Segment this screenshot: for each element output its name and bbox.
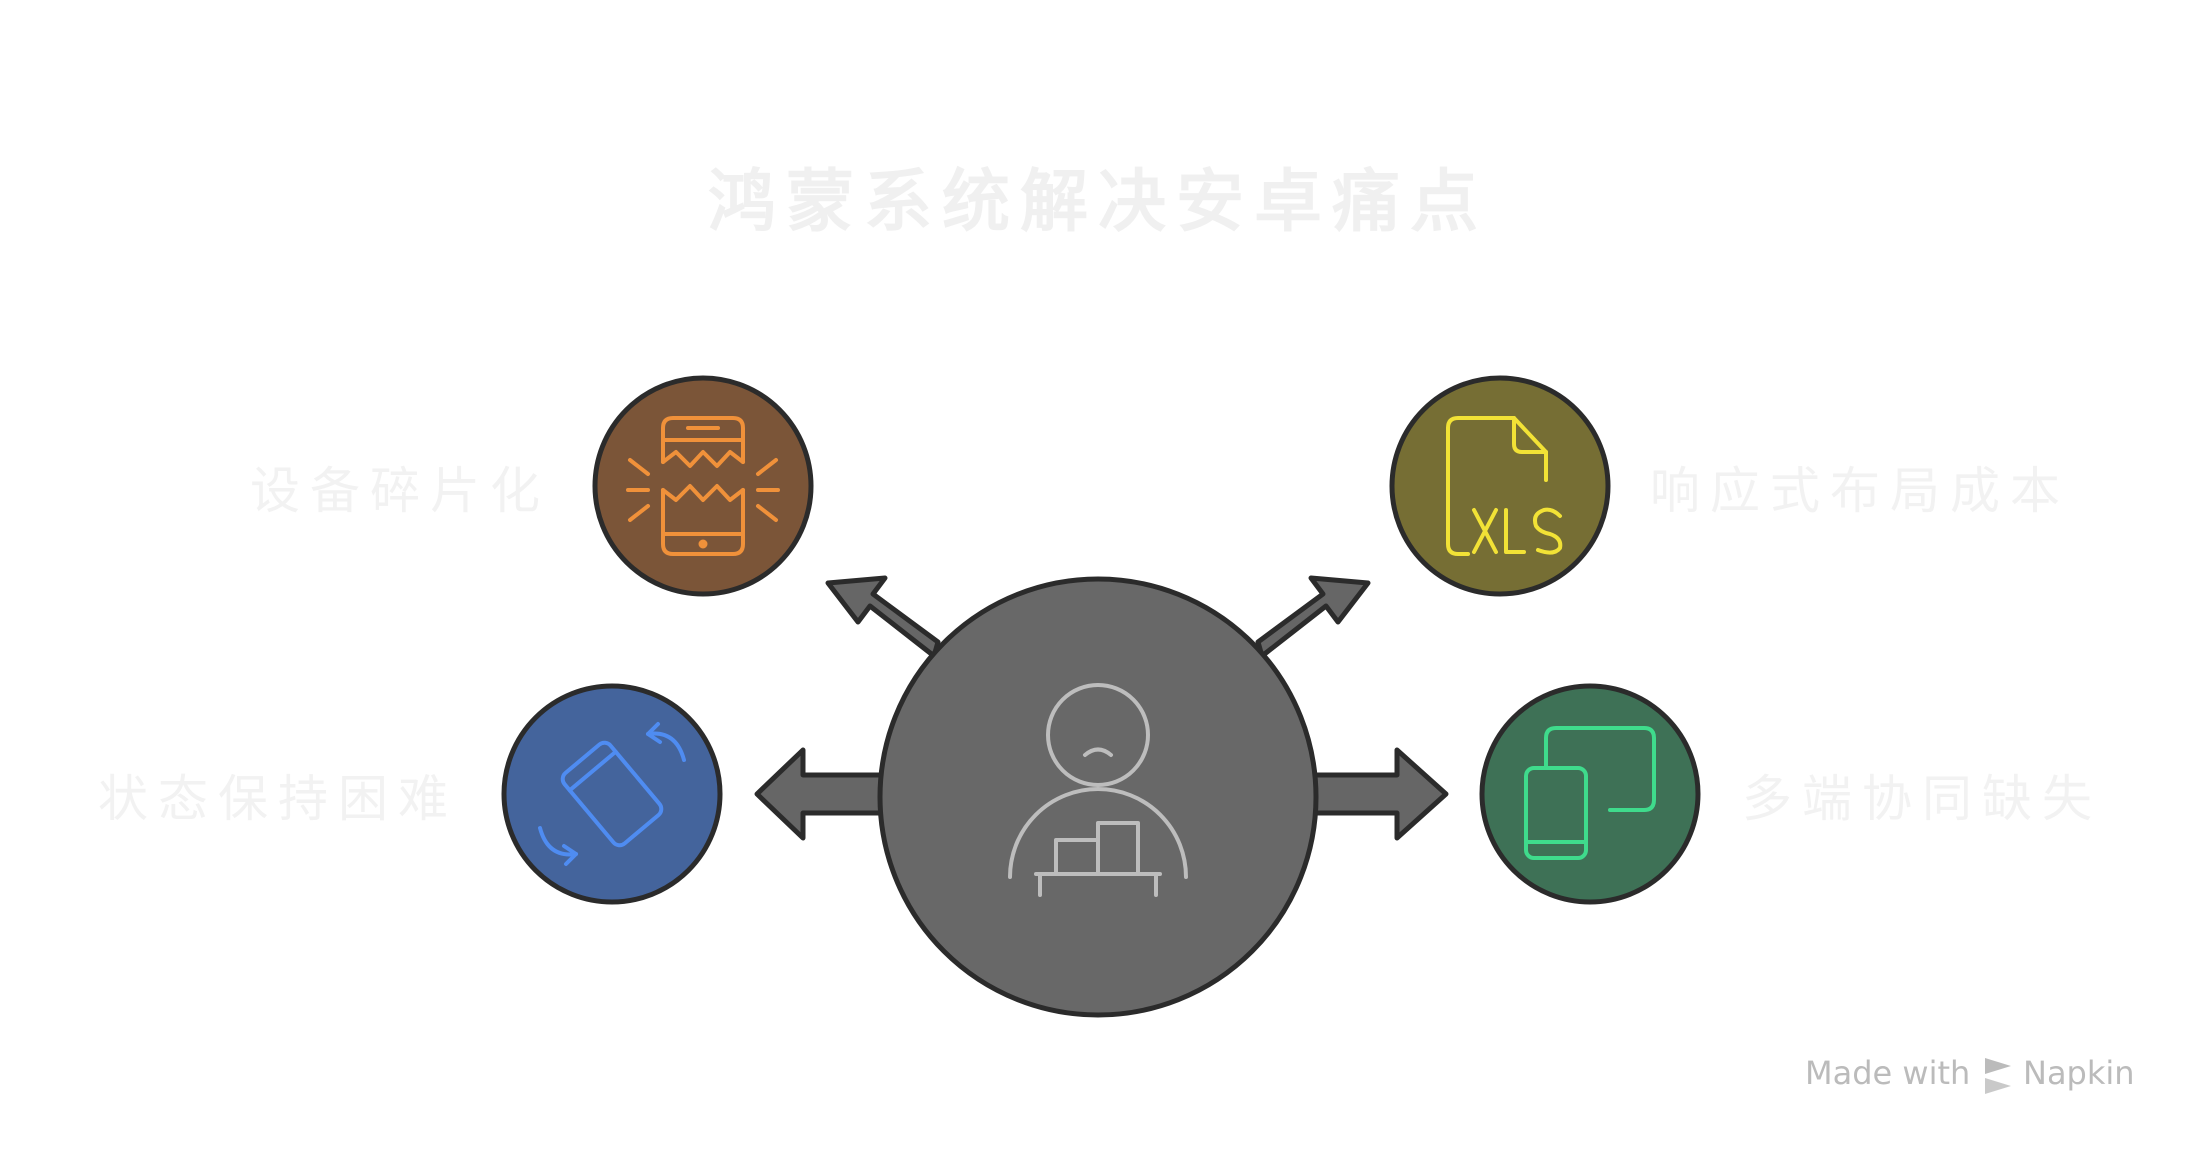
node-state-retention xyxy=(501,683,723,905)
node-multi-device xyxy=(1479,683,1701,905)
credit-made-with: Made with xyxy=(1805,1054,1970,1092)
arrow-right-shape xyxy=(1303,747,1449,841)
arrow-left-shape xyxy=(754,747,893,841)
label-responsive-cost: 响应式布局成本 xyxy=(1650,462,2070,520)
arrow-up-right-shape xyxy=(1255,575,1371,659)
node-responsive-cost xyxy=(1389,375,1611,597)
sad-person-icon xyxy=(1008,683,1188,897)
broken-phone-icon xyxy=(626,416,780,556)
arrow-shapes xyxy=(754,575,1449,841)
diagram-title: 鸿蒙系统解决安卓痛点 xyxy=(708,162,1488,242)
xls-file-icon xyxy=(1446,416,1563,556)
credit: Made with Napkin xyxy=(1805,1054,2135,1094)
multi-device-icon xyxy=(1524,726,1656,860)
center-circle xyxy=(877,576,1319,1018)
node-multi-device-circle xyxy=(1479,683,1701,905)
center-node xyxy=(877,576,1319,1018)
node-fragmentation xyxy=(592,375,814,597)
node-responsive-cost-circle xyxy=(1389,375,1611,597)
label-state-retention: 状态保持困难 xyxy=(98,770,458,828)
credit-brand: Napkin xyxy=(2023,1054,2135,1092)
arrow-up-left-shape xyxy=(825,575,941,659)
node-fragmentation-circle xyxy=(592,375,814,597)
rotate-device-icon xyxy=(538,722,686,866)
label-multi-device: 多端协同缺失 xyxy=(1742,770,2102,828)
label-fragmentation: 设备碎片化 xyxy=(250,462,550,520)
node-state-retention-circle xyxy=(501,683,723,905)
napkin-logo-icon xyxy=(1985,1058,2011,1094)
